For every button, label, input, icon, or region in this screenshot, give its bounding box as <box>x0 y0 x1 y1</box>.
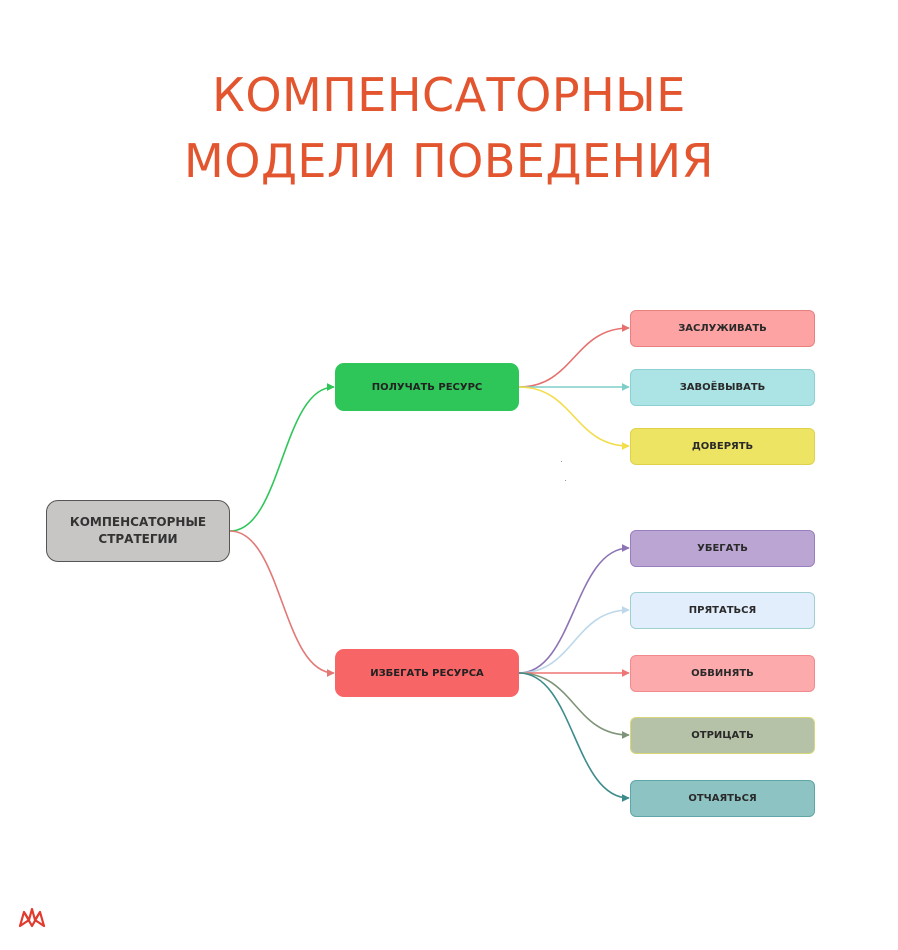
connector-root-avoid <box>229 530 335 677</box>
leaf-label: ОБВИНЯТЬ <box>691 668 754 679</box>
leaf-label: ПРЯТАТЬСЯ <box>688 605 757 616</box>
leaf-node-blame[interactable]: ОБВИНЯТЬ <box>630 655 815 692</box>
branch-label-get: ПОЛУЧАТЬ РЕСУРС <box>371 381 483 393</box>
leaf-node-deny[interactable]: ОТРИЦАТЬ <box>630 717 815 754</box>
root-label: КОМПЕНСАТОРНЫЕ СТРАТЕГИИ <box>69 515 207 546</box>
leaf-label: УБЕГАТЬ <box>697 543 748 554</box>
stray-dot <box>565 480 566 481</box>
leaf-node-deserve[interactable]: ЗАСЛУЖИВАТЬ <box>630 310 815 347</box>
leaf-label: ЗАСЛУЖИВАТЬ <box>678 323 767 334</box>
crown-logo-icon <box>18 907 46 928</box>
page-title: КОМПЕНСАТОРНЫЕ МОДЕЛИ ПОВЕДЕНИЯ <box>0 62 898 194</box>
leaf-label: ОТРИЦАТЬ <box>691 730 754 741</box>
branch-node-avoid[interactable]: ИЗБЕГАТЬ РЕСУРСА <box>335 649 519 697</box>
leaf-label: ЗАВОЁВЫВАТЬ <box>679 382 766 393</box>
leaf-node-hide[interactable]: ПРЯТАТЬСЯ <box>630 592 815 629</box>
root-node[interactable]: КОМПЕНСАТОРНЫЕ СТРАТЕГИИ <box>46 500 230 562</box>
title-line-1: КОМПЕНСАТОРНЫЕ <box>212 68 686 122</box>
leaf-label: ДОВЕРЯТЬ <box>691 441 754 452</box>
leaf-node-despair[interactable]: ОТЧАЯТЬСЯ <box>630 780 815 817</box>
branch-node-get[interactable]: ПОЛУЧАТЬ РЕСУРС <box>335 363 519 411</box>
leaf-node-conquer[interactable]: ЗАВОЁВЫВАТЬ <box>630 369 815 406</box>
leaf-node-run-away[interactable]: УБЕГАТЬ <box>630 530 815 567</box>
title-line-2: МОДЕЛИ ПОВЕДЕНИЯ <box>184 134 714 188</box>
branch-label-avoid: ИЗБЕГАТЬ РЕСУРСА <box>370 667 484 679</box>
leaf-label: ОТЧАЯТЬСЯ <box>688 793 757 804</box>
connector-avoid-leaf <box>518 606 630 674</box>
connector-avoid-leaf <box>518 672 630 802</box>
leaf-node-trust[interactable]: ДОВЕРЯТЬ <box>630 428 815 465</box>
connector-get-leaf <box>518 324 630 388</box>
connector-root-get <box>229 383 335 532</box>
connector-get-leaf <box>518 386 630 450</box>
connector-avoid-leaf <box>518 672 630 739</box>
connector-avoid-leaf <box>518 544 630 674</box>
stray-dot <box>561 461 562 462</box>
